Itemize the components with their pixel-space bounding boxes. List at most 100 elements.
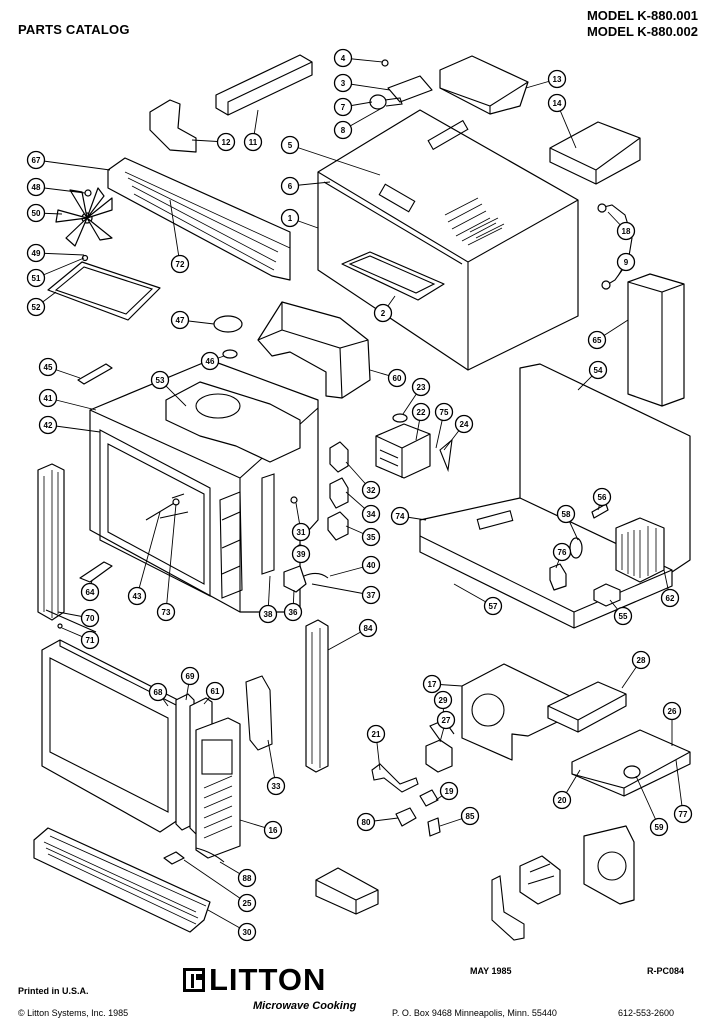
callout-number: 71 (86, 636, 95, 645)
leader-line-59 (635, 775, 660, 828)
callout-circle (411, 402, 431, 422)
callout-number: 13 (553, 75, 562, 84)
model-number-1: MODEL K-880.001 (586, 8, 698, 23)
part-clip-29 (419, 789, 439, 807)
callout-37: 37 (361, 585, 381, 605)
callout-circle (547, 69, 567, 89)
callout-55: 55 (613, 606, 633, 626)
callout-circle (26, 268, 46, 288)
callout-number: 22 (417, 408, 426, 417)
leader-line-67 (35, 159, 111, 171)
callout-number: 41 (44, 394, 53, 403)
callout-circle (237, 922, 257, 942)
callout-number: 72 (176, 260, 185, 269)
callout-number: 12 (222, 138, 231, 147)
callout-circle (280, 176, 300, 196)
document-code: R-PC084 (647, 966, 685, 976)
callout-number: 38 (264, 610, 273, 619)
callout-number: 11 (249, 138, 258, 147)
litton-subtitle: Microwave Cooking (253, 1000, 357, 1012)
callout-circle (631, 650, 651, 670)
callout-number: 60 (393, 374, 402, 383)
callout-circle (148, 682, 168, 702)
part-stirrer-motor (213, 315, 243, 333)
part-circuit-board (245, 675, 273, 751)
callout-42: 42 (38, 415, 58, 435)
callout-36: 36 (283, 602, 303, 622)
callout-number: 4 (341, 54, 346, 63)
callout-circle (80, 582, 100, 602)
part-door-hinge (37, 463, 65, 621)
callout-circle (26, 150, 46, 170)
part-switch-2 (329, 477, 349, 509)
callout-circle (373, 303, 393, 323)
callout-number: 52 (32, 303, 41, 312)
part-air-duct (547, 681, 627, 733)
callout-circle (38, 415, 58, 435)
callout-circle (156, 602, 176, 622)
callout-49: 49 (26, 243, 46, 263)
callout-72: 72 (170, 254, 190, 274)
callout-80: 80 (356, 812, 376, 832)
callout-circle (170, 310, 190, 330)
callout-27: 27 (436, 710, 456, 730)
part-switch-3 (327, 511, 349, 541)
callout-41: 41 (38, 388, 58, 408)
part-fan-grille (107, 157, 291, 281)
callout-circle (436, 710, 456, 730)
callout-circle (333, 120, 353, 140)
callout-71: 71 (80, 630, 100, 650)
callout-number: 75 (440, 408, 449, 417)
callout-39: 39 (291, 544, 311, 564)
part-side-panel (627, 273, 685, 407)
callout-32: 32 (361, 480, 381, 500)
callout-number: 24 (460, 420, 469, 429)
callout-number: 34 (367, 510, 376, 519)
callout-number: 70 (86, 614, 95, 623)
callout-circle (552, 542, 572, 562)
callout-number: 32 (367, 486, 376, 495)
part-fan-blade (55, 187, 113, 247)
callout-circle (616, 221, 636, 241)
callout-85: 85 (460, 806, 480, 826)
callout-number: 80 (362, 818, 371, 827)
callout-circle (80, 608, 100, 628)
callout-number: 84 (364, 624, 373, 633)
callout-number: 14 (553, 99, 562, 108)
callout-16: 16 (263, 820, 283, 840)
callout-number: 47 (176, 316, 185, 325)
part-clip-77 (427, 817, 441, 837)
callout-30: 30 (237, 922, 257, 942)
callout-circle (587, 330, 607, 350)
callout-38: 38 (258, 604, 278, 624)
callout-circle (170, 254, 190, 274)
callout-circle (356, 812, 376, 832)
callout-11: 11 (243, 132, 263, 152)
part-duct-cover (549, 121, 641, 185)
litton-logo-mark (183, 968, 205, 992)
callout-number: 56 (598, 493, 607, 502)
callout-60: 60 (387, 368, 407, 388)
callout-circle (26, 297, 46, 317)
callout-7: 7 (333, 97, 353, 117)
callout-circle (552, 790, 572, 810)
callout-circle (616, 252, 636, 272)
callout-circle (361, 480, 381, 500)
callout-number: 26 (668, 707, 677, 716)
callout-circle (460, 806, 480, 826)
callout-47: 47 (170, 310, 190, 330)
part-door-seal (341, 251, 445, 301)
callout-circle (454, 414, 474, 434)
callout-number: 27 (442, 716, 451, 725)
callout-number: 59 (655, 823, 664, 832)
callout-23: 23 (411, 377, 431, 397)
callout-circle (660, 588, 680, 608)
callout-circle (483, 596, 503, 616)
part-fan-motor (425, 739, 453, 773)
callout-circle (266, 776, 286, 796)
part-thermal-wire (599, 204, 633, 287)
callout-circle (38, 388, 58, 408)
model-number-2: MODEL K-880.002 (586, 24, 698, 39)
callout-circle (283, 602, 303, 622)
